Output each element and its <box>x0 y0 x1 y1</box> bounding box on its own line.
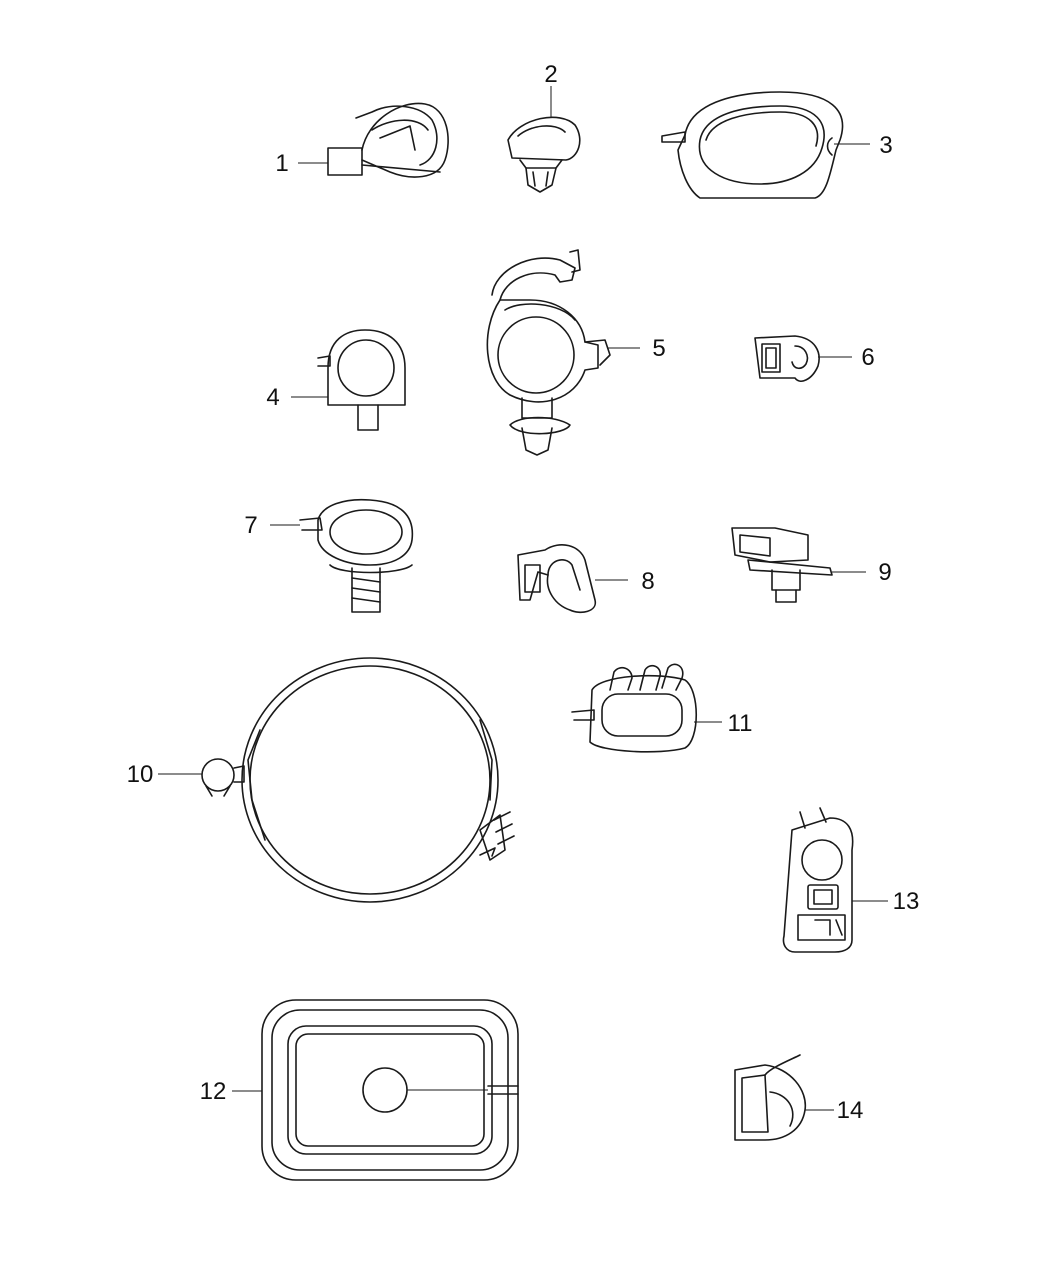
callout-11: 11 <box>728 710 753 737</box>
part-1-clip <box>327 102 449 178</box>
part-6-clip <box>754 335 820 382</box>
part-3-grommet <box>661 91 844 199</box>
part-9-clip <box>731 527 833 603</box>
callout-4: 4 <box>266 384 279 411</box>
callout-6: 6 <box>861 344 874 371</box>
part-5-clip <box>486 249 611 456</box>
callout-10: 10 <box>127 761 154 788</box>
part-12-grommet <box>261 999 519 1181</box>
callout-5: 5 <box>652 335 665 362</box>
callout-8: 8 <box>641 568 654 595</box>
callout-3: 3 <box>879 132 892 159</box>
part-8-clip <box>517 544 596 614</box>
part-7-clip <box>299 498 414 613</box>
callout-1: 1 <box>275 150 288 177</box>
part-4-clip <box>317 329 406 431</box>
part-13-clip <box>782 807 854 953</box>
callout-13: 13 <box>893 888 920 915</box>
callout-9: 9 <box>878 559 891 586</box>
callout-14: 14 <box>837 1097 864 1124</box>
callout-7: 7 <box>244 512 257 539</box>
part-10-band-clamp <box>201 657 515 903</box>
part-11-clip <box>571 663 698 753</box>
callout-12: 12 <box>200 1078 227 1105</box>
part-2-clip <box>507 116 581 193</box>
part-14-clip <box>734 1054 807 1141</box>
callout-2: 2 <box>544 61 557 88</box>
